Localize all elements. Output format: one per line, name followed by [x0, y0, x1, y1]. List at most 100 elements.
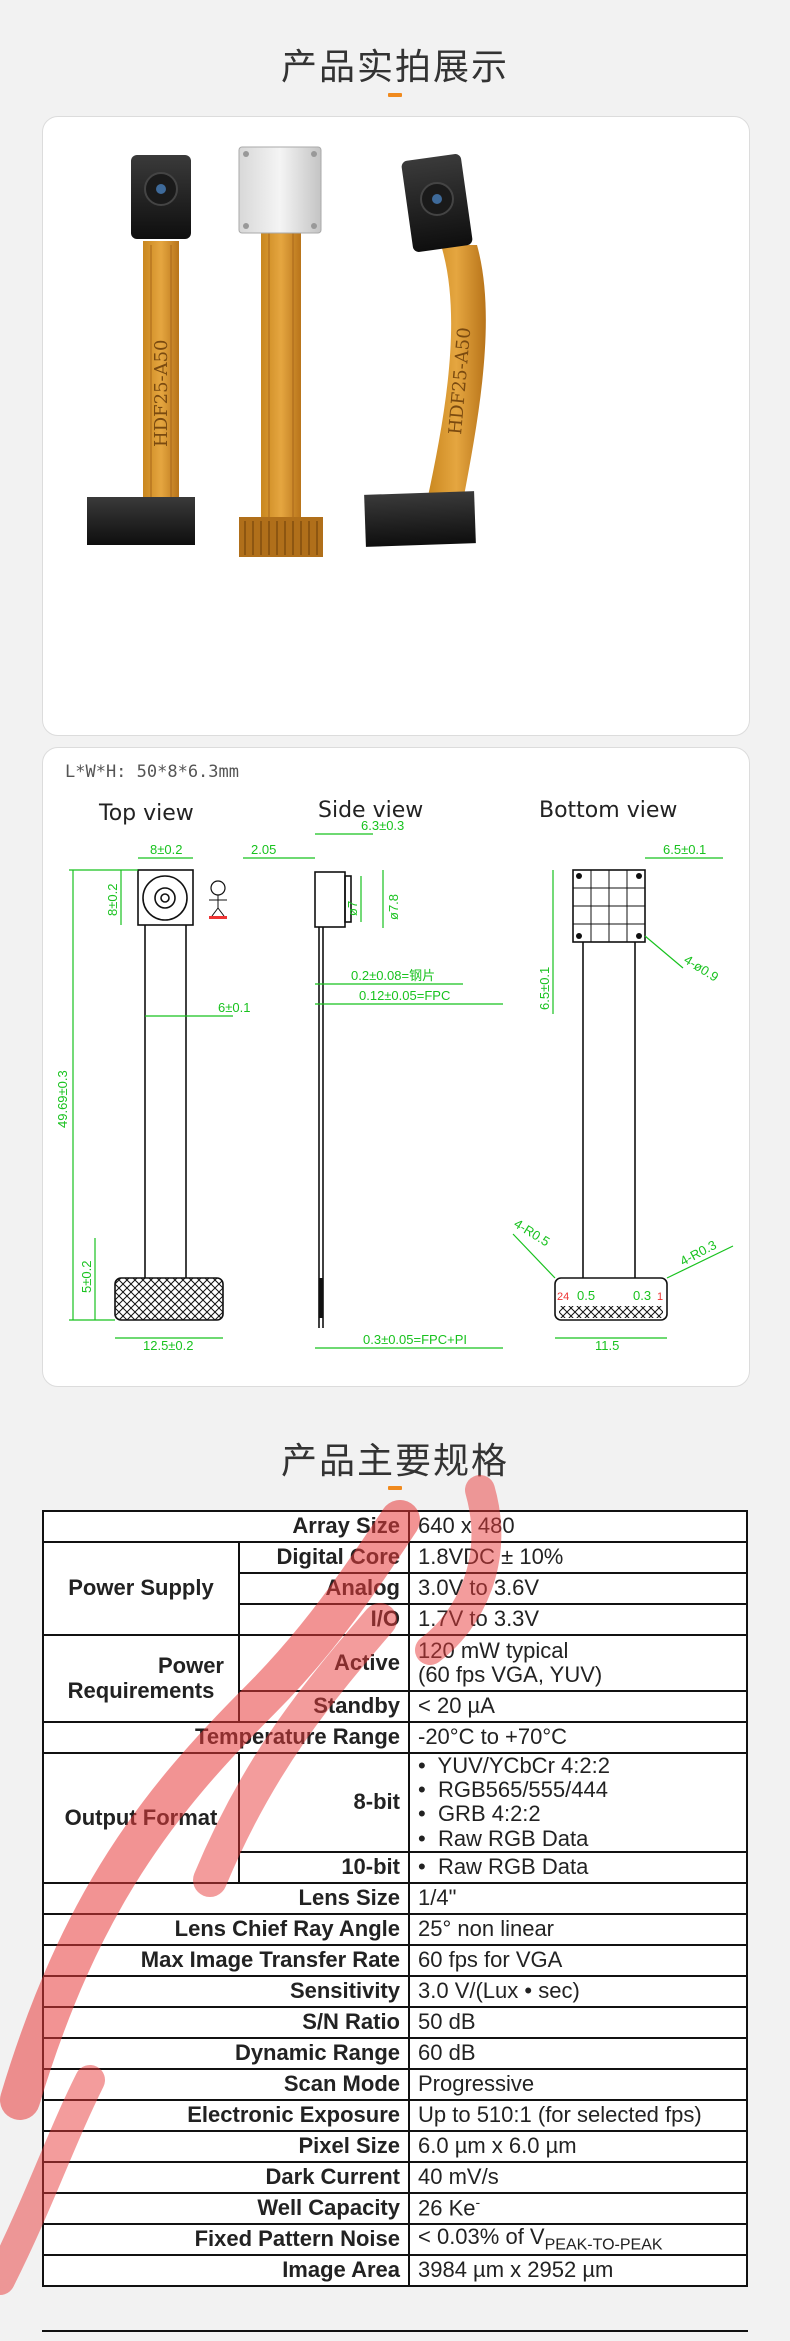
- table-row: Scan Mode Progressive: [42, 2067, 748, 2101]
- spec-label: Pixel Size: [42, 2129, 410, 2163]
- spec-label: Analog: [238, 1572, 410, 1605]
- table-row: Max Image Transfer Rate 60 fps for VGA: [42, 1943, 748, 1977]
- dim-top-height: 8±0.2: [105, 884, 120, 916]
- spec-value: Up to 510:1 (for selected fps): [408, 2098, 748, 2132]
- spec-value: 25° non linear: [408, 1912, 748, 1946]
- table-row: Electronic Exposure Up to 510:1 (for sel…: [42, 2098, 748, 2132]
- dim-connector-length: 5±0.2: [79, 1261, 94, 1293]
- active-power-value: 120 mW typical: [418, 1637, 569, 1663]
- spec-value: 60 dB: [408, 2036, 748, 2070]
- table-row: Power Requirements Active 120 mW typical…: [42, 1634, 748, 1723]
- dim-top-width: 8±0.2: [150, 842, 182, 857]
- table-row: Well Capacity 26 Ke-: [42, 2191, 748, 2225]
- spec-label: Active: [238, 1634, 410, 1692]
- table-row: Pixel Size 6.0 µm x 6.0 µm: [42, 2129, 748, 2163]
- product-photo-card: HDF25-A50 HDF25-A50: [42, 116, 750, 736]
- spec-value: 3.0V to 3.6V: [408, 1572, 748, 1605]
- spec-label: Electronic Exposure: [42, 2098, 410, 2132]
- spec-label: Temperature Range: [42, 1721, 410, 1754]
- spec-value: 3984 µm x 2952 µm: [408, 2253, 748, 2287]
- spec-table: Array Size 640 x 480 Power Supply Digita…: [42, 1510, 748, 2287]
- format-item: GRB 4:2:2: [437, 1801, 541, 1827]
- bottom-view-title: Bottom view: [539, 798, 678, 823]
- dim-radius-inner: 4-R0.5: [511, 1216, 552, 1249]
- top-view-drawing: 8±0.2 8±0.2 6±0.1 49.69±0.3 5±0.2 12.5±0…: [55, 842, 250, 1353]
- table-row: Lens Size 1/4": [42, 1881, 748, 1915]
- table-row: Dynamic Range 60 dB: [42, 2036, 748, 2070]
- camera-module-angled: HDF25-A50: [364, 154, 486, 547]
- dim-connector-width: 12.5±0.2: [143, 1338, 194, 1353]
- spec-label: 8-bit: [238, 1752, 410, 1853]
- list-item: • GRB 4:2:2: [418, 1801, 541, 1827]
- spec-value: < 20 µA: [408, 1690, 748, 1723]
- well-capacity-sup: -: [475, 2194, 481, 2211]
- spec-label: 10-bit: [238, 1850, 410, 1884]
- spec-group-label: Power Requirements: [42, 1634, 240, 1723]
- dim-side-height: 6.3±0.3: [361, 818, 404, 833]
- section-title-photos: 产品实拍展示: [280, 47, 509, 88]
- spec-value: • YUV/YCbCr 4:2:2 • RGB565/555/444 • GRB…: [408, 1752, 748, 1853]
- spec-value: • Raw RGB Data: [408, 1850, 748, 1884]
- dim-pad-width: 6.5±0.1: [663, 842, 706, 857]
- side-view-title: Side view: [318, 798, 424, 823]
- spec-label: Fixed Pattern Noise: [42, 2222, 410, 2256]
- table-row: Sensitivity 3.0 V/(Lux • sec): [42, 1974, 748, 2008]
- camera-module-back: [238, 146, 323, 557]
- spec-value: 120 mW typical (60 fps VGA, YUV): [408, 1634, 748, 1692]
- spec-label: Dark Current: [42, 2160, 410, 2194]
- dim-pin-edge: 0.3: [633, 1288, 651, 1303]
- spec-label: Scan Mode: [42, 2067, 410, 2101]
- overall-dimensions: L*W*H: 50*8*6.3mm: [65, 762, 239, 782]
- format-item: Raw RGB Data: [437, 1825, 589, 1851]
- table-row: Lens Chief Ray Angle 25° non linear: [42, 1912, 748, 1946]
- table-row: S/N Ratio 50 dB: [42, 2005, 748, 2039]
- dim-steel-thickness: 0.2±0.08=钢片: [351, 968, 435, 983]
- side-view-drawing: 6.3±0.3 2.05 ø7 ø7.8 0.2±0.08=钢片 0.12±0.…: [243, 818, 503, 1349]
- dim-pin-pitch: 0.5: [577, 1288, 595, 1303]
- list-item: • YUV/YCbCr 4:2:2: [418, 1753, 610, 1778]
- title-accent-bar-2: [388, 1486, 402, 1490]
- list-item: • Raw RGB Data: [418, 1825, 589, 1851]
- power-req-line1: Power: [157, 1653, 224, 1679]
- mascot-icon: [209, 880, 227, 919]
- spec-label: Image Area: [42, 2253, 410, 2287]
- spec-value: 26 Ke-: [408, 2191, 748, 2225]
- camera-module-front: HDF25-A50: [87, 155, 195, 545]
- spec-value: < 0.03% of VPEAK-TO-PEAK: [408, 2222, 748, 2256]
- fpn-sub: PEAK-TO-PEAK: [544, 2236, 663, 2254]
- table-row: Power Supply Digital Core 1.8VDC ± 10%: [42, 1541, 748, 1636]
- spec-label: Lens Size: [42, 1881, 410, 1915]
- spec-label: Dynamic Range: [42, 2036, 410, 2070]
- spec-label: I/O: [238, 1603, 410, 1636]
- fpn-value: < 0.03% of V: [418, 2223, 545, 2249]
- spec-label: Sensitivity: [42, 1974, 410, 2008]
- bottom-view-drawing: 6.5±0.1 4-ø0.9 6.5±0.1 4-R0.5 4-R0.3 0.5…: [511, 842, 734, 1353]
- list-item: • RGB565/555/444: [418, 1777, 608, 1803]
- spec-label: Well Capacity: [42, 2191, 410, 2225]
- table-row: Temperature Range -20°C to +70°C: [42, 1721, 748, 1754]
- format-item: YUV/YCbCr 4:2:2: [437, 1753, 610, 1778]
- spec-label: Array Size: [42, 1510, 410, 1543]
- spec-value: 3.0 V/(Lux • sec): [408, 1974, 748, 2008]
- dim-hole-dia: 4-ø0.9: [681, 952, 721, 985]
- top-view-title: Top view: [99, 801, 194, 826]
- spec-value: -20°C to +70°C: [408, 1721, 748, 1754]
- spec-value: Progressive: [408, 2067, 748, 2101]
- table-row: Fixed Pattern Noise < 0.03% of VPEAK-TO-…: [42, 2222, 748, 2256]
- product-photos: HDF25-A50 HDF25-A50: [87, 146, 486, 557]
- table-row: Dark Current 40 mV/s: [42, 2160, 748, 2194]
- spec-value: 40 mV/s: [408, 2160, 748, 2194]
- technical-drawing: 8±0.2 8±0.2 6±0.1 49.69±0.3 5±0.2 12.5±0…: [55, 818, 734, 1353]
- spec-label: Max Image Transfer Rate: [42, 1943, 410, 1977]
- power-req-line2: Requirements: [67, 1677, 215, 1703]
- dim-lens-outer-dia: ø7.8: [386, 894, 401, 920]
- spec-value: 50 dB: [408, 2005, 748, 2039]
- format-item: RGB565/555/444: [437, 1777, 608, 1803]
- spec-value: 6.0 µm x 6.0 µm: [408, 2129, 748, 2163]
- table-row: Image Area 3984 µm x 2952 µm: [42, 2253, 748, 2287]
- dim-side-offset: 2.05: [251, 842, 276, 857]
- dim-fpc-pi-thickness: 0.3±0.05=FPC+PI: [363, 1332, 467, 1347]
- active-power-note: (60 fps VGA, YUV): [418, 1662, 603, 1687]
- pin-24-label: 24: [557, 1291, 569, 1303]
- spec-value: 1.8VDC ± 10%: [408, 1541, 748, 1574]
